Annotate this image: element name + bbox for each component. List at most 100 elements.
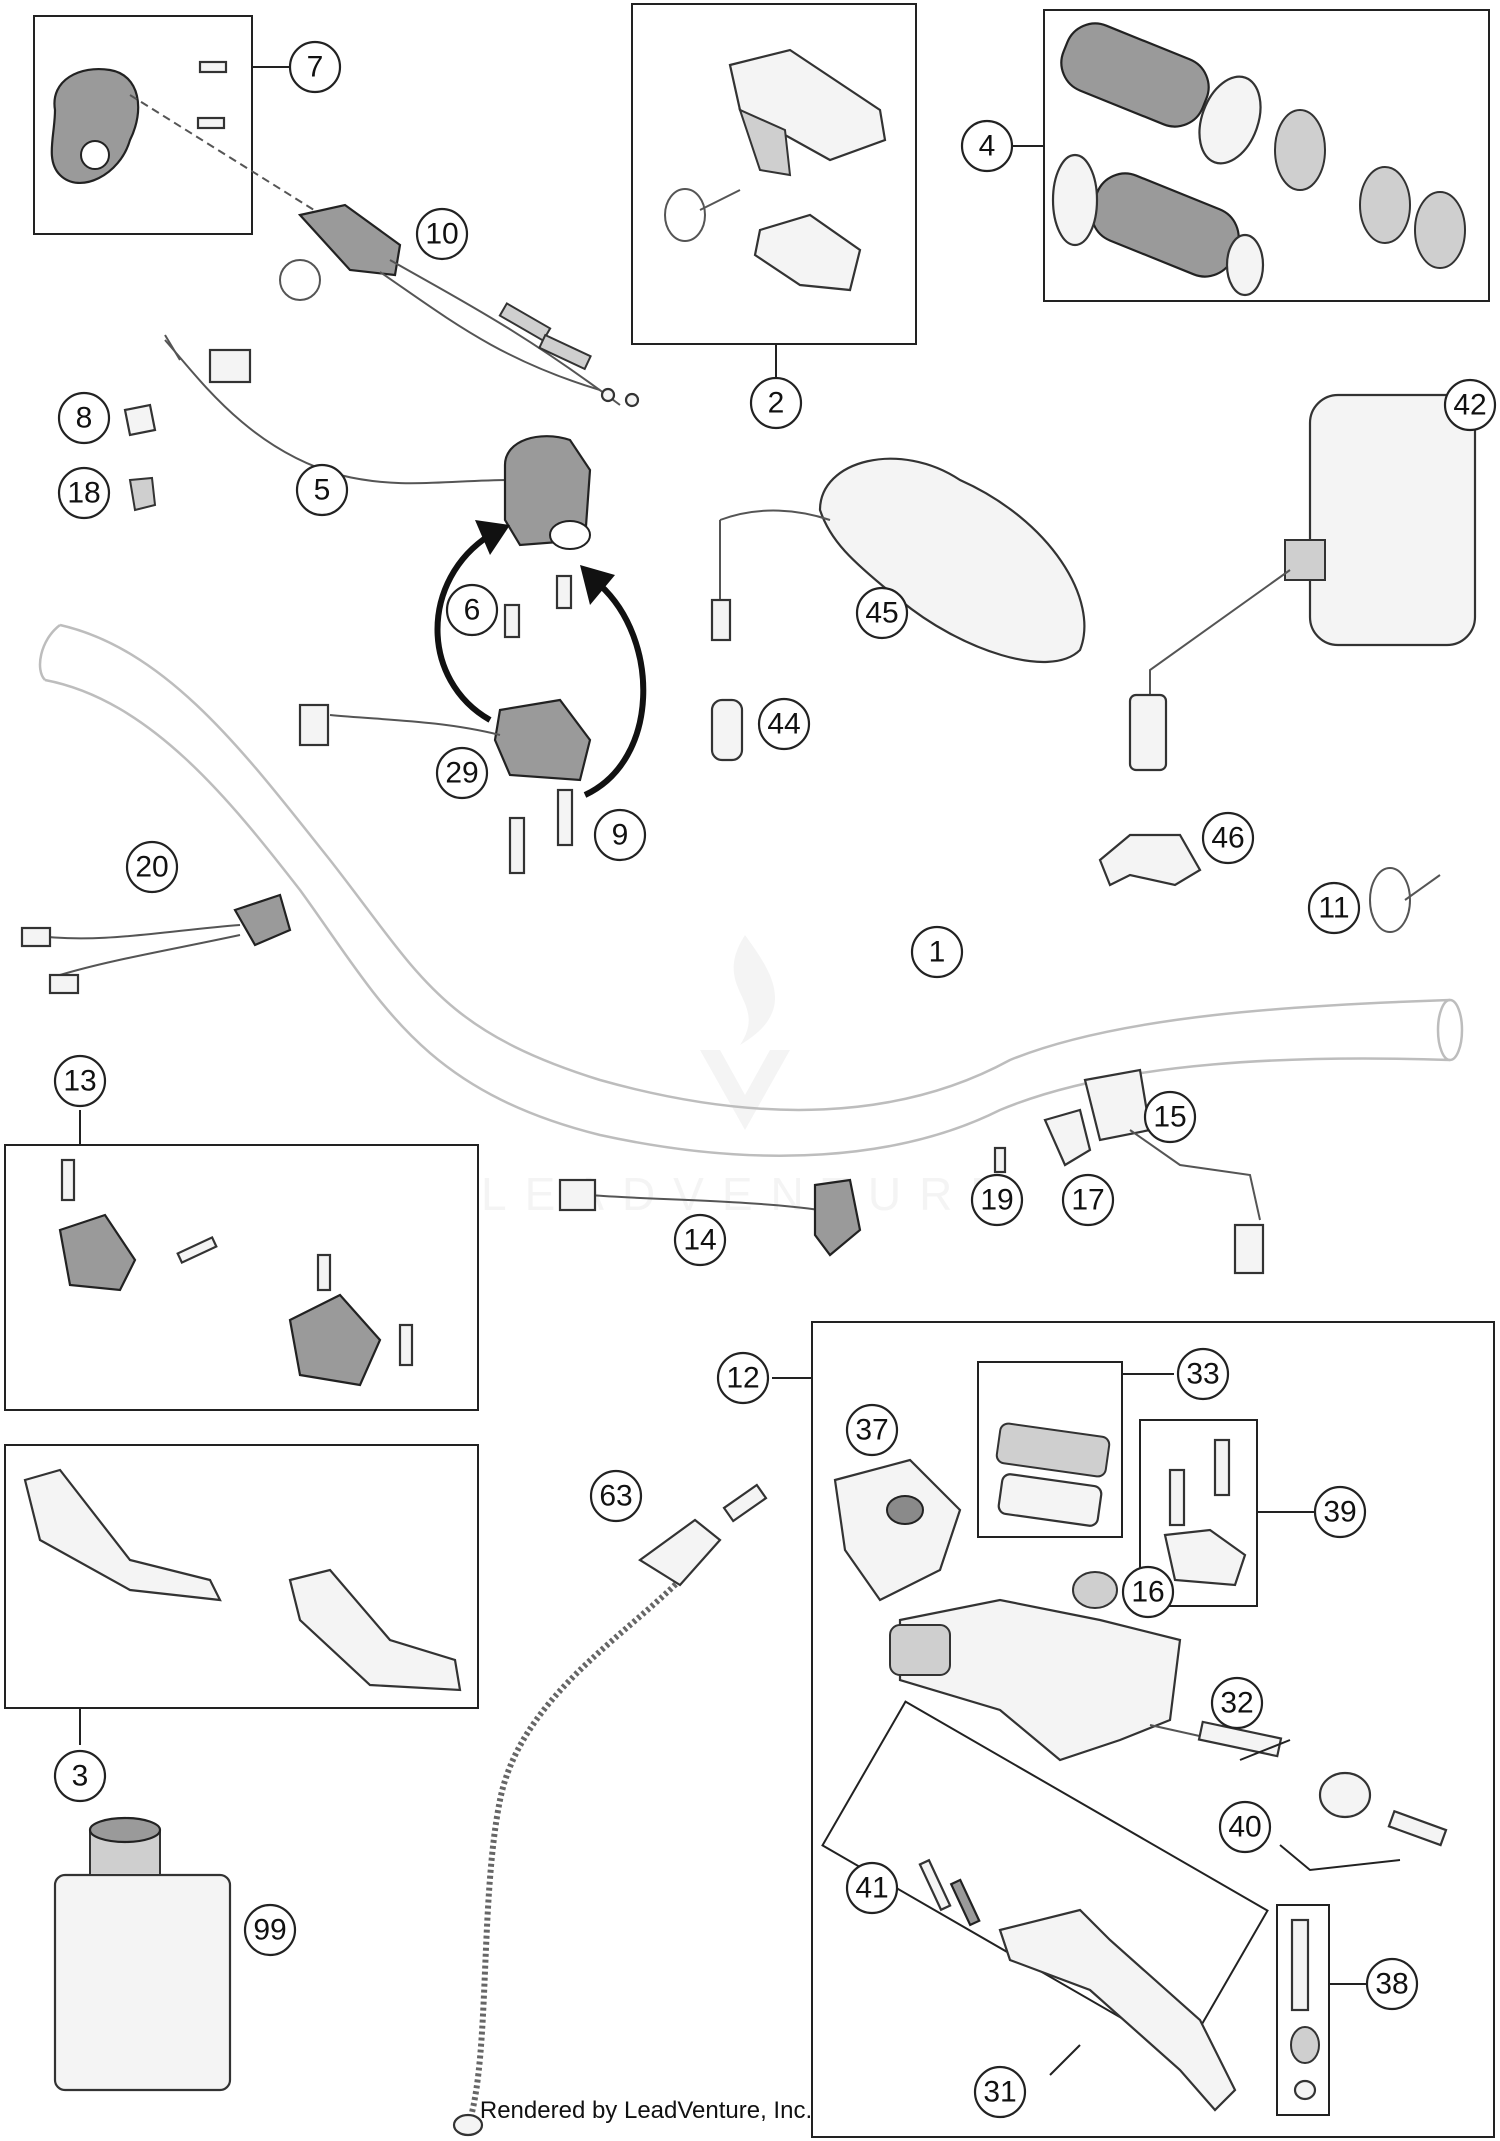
callout-20: 20 (125, 840, 179, 894)
svg-text:18: 18 (67, 477, 100, 510)
callout-37: 37 (845, 1403, 899, 1457)
callout-41: 41 (845, 1861, 899, 1915)
switch-housing-part-7 (50, 60, 331, 221)
svg-text:99: 99 (253, 1914, 286, 1947)
callout-45: 45 (855, 586, 909, 640)
assembly-arrows (434, 520, 647, 798)
seal-part-16 (1072, 1571, 1118, 1609)
svg-text:46: 46 (1211, 822, 1244, 855)
callout-17: 17 (1061, 1173, 1115, 1227)
kit-box-3 (4, 1444, 479, 1709)
callout-29: 29 (435, 746, 489, 800)
callout-19: 19 (970, 1173, 1024, 1227)
svg-text:17: 17 (1071, 1184, 1104, 1217)
lever-guard-part-37 (833, 1458, 962, 1602)
callout-39: 39 (1313, 1485, 1367, 1539)
callout-11: 11 (1307, 881, 1361, 935)
kit-box-38 (1276, 1904, 1330, 2116)
clamp-part-46 (1098, 833, 1202, 887)
screw-part-19 (993, 1146, 1007, 1174)
callout-40: 40 (1218, 1800, 1272, 1854)
handlebar-part-1 (38, 623, 1464, 1157)
switch-lower-part-29 (298, 698, 592, 782)
svg-text:42: 42 (1453, 389, 1486, 422)
callout-16: 16 (1121, 1565, 1175, 1619)
callout-3: 3 (53, 1749, 107, 1803)
callout-1: 1 (910, 925, 964, 979)
callout-2: 2 (749, 376, 803, 430)
svg-text:2: 2 (768, 387, 785, 420)
svg-text:10: 10 (425, 218, 458, 251)
svg-text:7: 7 (307, 51, 324, 84)
svg-text:12: 12 (726, 1362, 759, 1395)
callout-99: 99 (243, 1903, 297, 1957)
svg-text:11: 11 (1318, 892, 1349, 925)
callout-63: 63 (589, 1469, 643, 1523)
callout-8: 8 (57, 391, 111, 445)
callout-7: 7 (288, 40, 342, 94)
cable-tie-part-11 (1369, 867, 1441, 933)
callout-33: 33 (1176, 1347, 1230, 1401)
pin-kit-part-38 (1290, 1918, 1320, 2101)
kit-box-13 (4, 1144, 479, 1411)
clamp-part-15 (1083, 1068, 1265, 1275)
switch-part-14 (558, 1178, 862, 1257)
piston-kit-part-32 (1149, 1720, 1291, 1761)
grip-set-part-4 (1051, 22, 1466, 297)
svg-text:8: 8 (76, 402, 93, 435)
svg-text:32: 32 (1220, 1687, 1253, 1720)
svg-text:4: 4 (979, 130, 996, 163)
clamp-part-39 (1163, 1438, 1247, 1587)
boot-part-40 (1279, 1771, 1448, 1872)
callout-14: 14 (673, 1213, 727, 1267)
handguard-part-3 (23, 1468, 462, 1692)
svg-text:40: 40 (1228, 1811, 1261, 1844)
callouts: 7 10 2 4 8 18 5 6 9 29 42 45 44 46 11 20… (53, 40, 1497, 2119)
kit-box-2 (631, 3, 917, 345)
svg-text:45: 45 (865, 597, 898, 630)
callout-31: 31 (973, 2065, 1027, 2119)
svg-text:15: 15 (1153, 1101, 1186, 1134)
switch-cover-part-2 (664, 48, 887, 292)
svg-text:63: 63 (599, 1480, 632, 1513)
svg-text:1: 1 (929, 936, 946, 969)
throttle-cable-part-10 (279, 203, 640, 408)
svg-text:6: 6 (464, 594, 481, 627)
clamp-part-17 (1043, 1108, 1092, 1167)
hand-lever-part-31 (918, 1858, 1237, 2112)
svg-text:41: 41 (855, 1872, 888, 1905)
svg-text:5: 5 (314, 474, 331, 507)
screw-part-9 (508, 788, 574, 875)
wiring-harness-part-5 (164, 334, 511, 485)
callout-9: 9 (593, 808, 647, 862)
mirror-part-42 (1128, 393, 1477, 772)
svg-text:37: 37 (855, 1414, 888, 1447)
callout-13: 13 (53, 1054, 107, 1108)
svg-text:14: 14 (683, 1224, 716, 1257)
kit-box-4 (1043, 9, 1490, 302)
callout-32: 32 (1210, 1676, 1264, 1730)
callout-12: 12 (716, 1351, 770, 1405)
svg-text:3: 3 (72, 1760, 89, 1793)
svg-text:38: 38 (1375, 1968, 1408, 2001)
reservoir-cap-part-33 (995, 1422, 1111, 1527)
footer-credit: Rendered by LeadVenture, Inc. (480, 2097, 812, 2124)
kit-box-12 (811, 1321, 1495, 2138)
master-cylinder-body (889, 1598, 1182, 1762)
svg-text:16: 16 (1131, 1576, 1164, 1609)
kit-box-31 (821, 1700, 1269, 2056)
callout-44: 44 (757, 697, 811, 751)
callout-46: 46 (1201, 811, 1255, 865)
callout-38: 38 (1365, 1957, 1419, 2011)
svg-text:20: 20 (135, 851, 168, 884)
switch-upper-part-6 (503, 435, 592, 639)
mirror-part-45 (710, 457, 1086, 664)
svg-text:33: 33 (1186, 1358, 1219, 1391)
callout-42: 42 (1443, 378, 1497, 432)
svg-text:31: 31 (983, 2076, 1016, 2109)
switch-kit-part-13 (58, 1158, 414, 1387)
adapter-part-44 (710, 698, 744, 762)
clip-part-18 (128, 476, 157, 512)
svg-text:29: 29 (445, 757, 478, 790)
